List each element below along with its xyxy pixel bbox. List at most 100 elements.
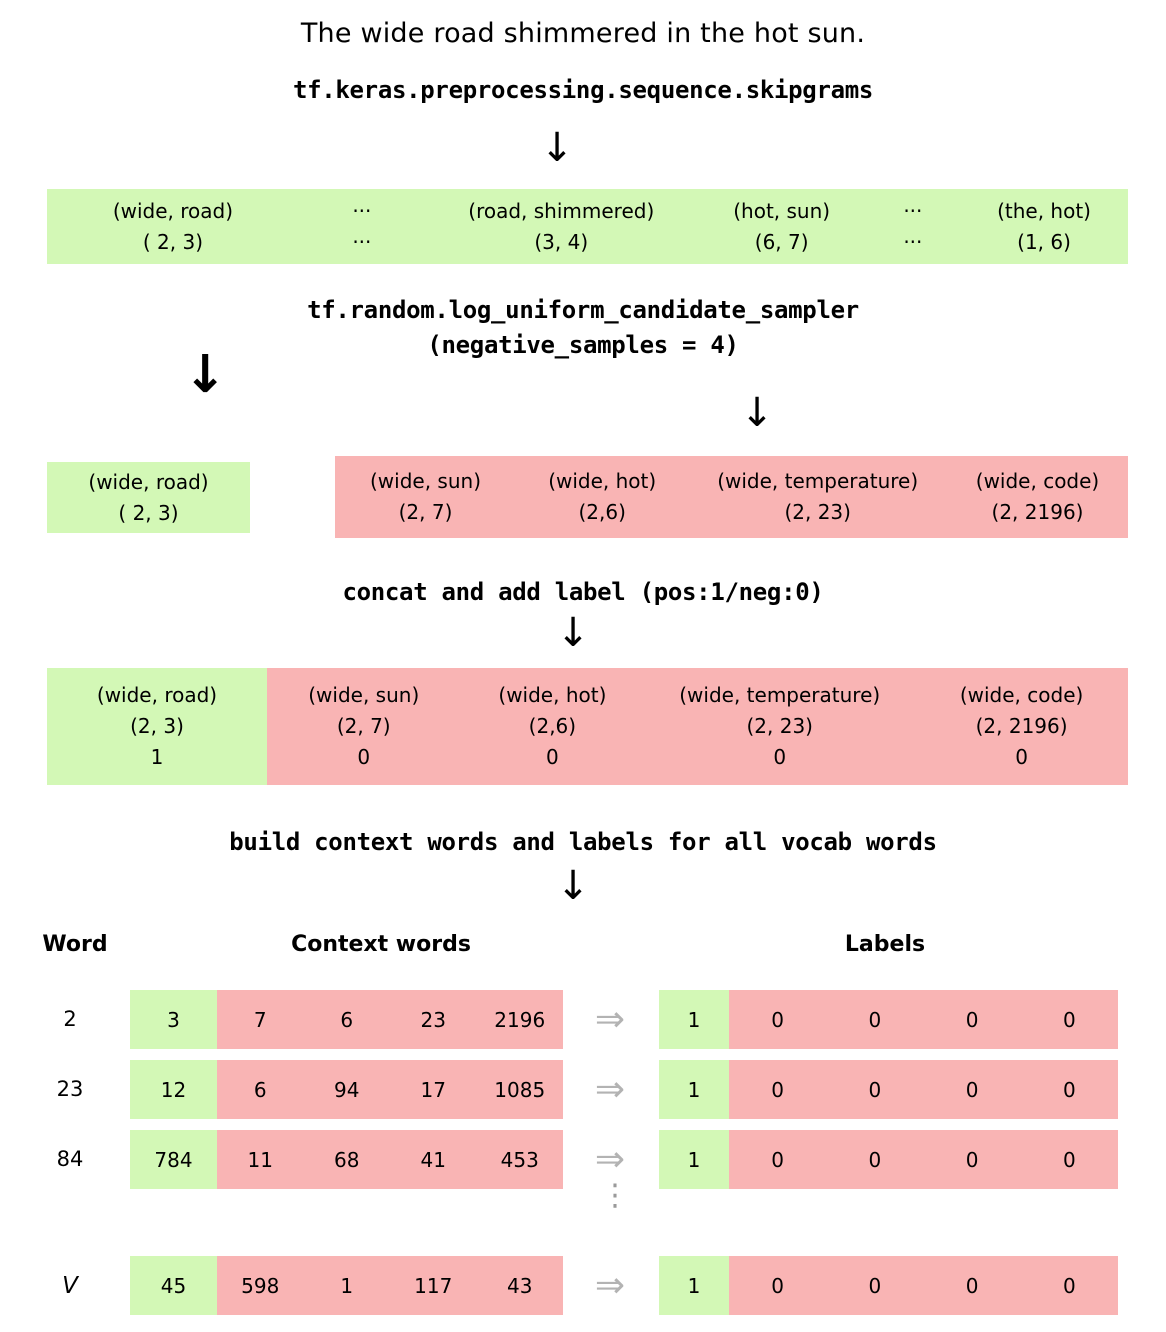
skipgram-pair-0-pair: (wide, road) bbox=[112, 198, 234, 223]
negative-pair-2-cell: (wide, temperature) (2, 23) bbox=[688, 456, 947, 538]
table-row-label-positive: 1 bbox=[659, 1256, 729, 1315]
table-row-context-negative: 117 bbox=[414, 1273, 453, 1298]
concat-positive-0-label: 1 bbox=[150, 745, 164, 769]
skipgram-pair-4-indices: ··· bbox=[903, 229, 923, 254]
table-row-label-negative: 0 bbox=[771, 1077, 784, 1102]
table-row-context-negative: 1085 bbox=[494, 1077, 546, 1102]
table-row-label-negative: 0 bbox=[965, 1273, 979, 1298]
arrow-double-right-icon: ⇒ bbox=[594, 1139, 626, 1180]
negative-pair-2-pair: (wide, temperature) bbox=[717, 469, 919, 493]
table-row-label-negative: 0 bbox=[1063, 1273, 1076, 1298]
column-header-word: Word bbox=[42, 932, 108, 957]
positive-sample-band: (wide, road)( 2, 3) bbox=[47, 462, 250, 533]
concat-negative-3-indices: (2, 2196) bbox=[975, 714, 1068, 738]
table-row-context-negative: 94 bbox=[334, 1077, 360, 1102]
concat-negative-1-cell: (wide, hot) (2,6) 0 bbox=[460, 668, 644, 785]
concat-negative-2-indices: (2, 23) bbox=[746, 714, 813, 738]
concat-negative-2-label: 0 bbox=[773, 745, 787, 769]
concat-negative-1-pair: (wide, hot) bbox=[498, 683, 607, 707]
concat-positive-0-cell: (wide, road)(2, 3)1 bbox=[47, 668, 267, 785]
table-row-label-negatives: 0 0 0 0 bbox=[729, 1060, 1118, 1119]
table-row-context-negative: 41 bbox=[420, 1147, 446, 1172]
arrow-down-sampler-icon: ↓ bbox=[740, 390, 774, 436]
concat-negative-band: (wide, sun)(2, 7)0(wide, hot)(2,6)0(wide… bbox=[267, 668, 1128, 785]
table-row-context-positive: 3 bbox=[130, 990, 217, 1049]
concat-negative-1-indices: (2,6) bbox=[528, 714, 577, 738]
arrow-down-icon: ↓ bbox=[540, 125, 574, 171]
table-row-label-negative: 0 bbox=[868, 1147, 882, 1172]
table-row-context-positive: 45 bbox=[130, 1256, 217, 1315]
table-row-label-negative: 0 bbox=[965, 1007, 979, 1032]
table-row-label-negative: 0 bbox=[965, 1077, 979, 1102]
skipgram-pair-5-pair: (the, hot) bbox=[997, 198, 1091, 223]
table-row-context-negative: 2196 bbox=[494, 1007, 546, 1032]
arrow-double-right-icon: ⇒ bbox=[594, 1265, 626, 1306]
table-row-context-negative: 17 bbox=[420, 1077, 446, 1102]
table-row-context-negative: 7 bbox=[253, 1007, 267, 1032]
arrow-down-positive-icon: ↓ bbox=[183, 345, 227, 405]
table-row-context-negative: 453 bbox=[500, 1147, 539, 1172]
table-row-label-negative: 0 bbox=[868, 1007, 882, 1032]
negative-pair-3-cell: (wide, code) (2, 2196) bbox=[947, 456, 1128, 538]
concat-negative-2-cell: (wide, temperature) (2, 23) 0 bbox=[644, 668, 915, 785]
concat-negative-3-cell: (wide, code) (2, 2196) 0 bbox=[915, 668, 1128, 785]
table-row-word: V bbox=[62, 1273, 78, 1299]
table-row-context-negative: 6 bbox=[340, 1007, 354, 1032]
table-row-label-negative: 0 bbox=[1063, 1077, 1076, 1102]
sampler-api-label: tf.random.log_uniform_candidate_sampler … bbox=[0, 293, 1166, 363]
negative-pair-1-cell: (wide, hot)(2,6) bbox=[516, 456, 688, 538]
concat-negative-0-indices: (2, 7) bbox=[336, 714, 391, 738]
skipgram-pair-4-cell: ······ bbox=[866, 189, 960, 264]
table-row-label-negative: 0 bbox=[868, 1273, 882, 1298]
negative-pair-2-indices: (2, 23) bbox=[784, 500, 851, 524]
concat-negative-1-label: 0 bbox=[546, 745, 559, 769]
skipgram-pair-1-cell: ··· ··· bbox=[299, 189, 425, 264]
skipgram-pair-5-indices: (1, 6) bbox=[1017, 229, 1071, 254]
table-row-word: 84 bbox=[56, 1147, 84, 1171]
negative-pair-3-indices: (2, 2196) bbox=[991, 500, 1084, 524]
concat-negative-0-cell: (wide, sun)(2, 7)0 bbox=[267, 668, 460, 785]
negative-pair-0-indices: (2, 7) bbox=[398, 500, 453, 524]
table-row-word: 23 bbox=[56, 1077, 84, 1101]
build-step-label: build context words and labels for all v… bbox=[229, 828, 937, 856]
concat-positive-band: (wide, road)(2, 3)1 bbox=[47, 668, 267, 785]
arrow-down-concat-icon: ↓ bbox=[556, 610, 590, 656]
vertical-ellipsis-icon: ⋮ bbox=[600, 1178, 630, 1213]
concat-negative-3-label: 0 bbox=[1015, 745, 1028, 769]
skipgram-pair-3-indices: (6, 7) bbox=[754, 229, 809, 254]
skipgram-pair-3-pair: (hot, sun) bbox=[733, 198, 831, 223]
negative-samples-band: (wide, sun)(2, 7)(wide, hot)(2,6)(wide, … bbox=[335, 456, 1128, 538]
concat-negative-0-label: 0 bbox=[357, 745, 371, 769]
negative-pair-3-pair: (wide, code) bbox=[975, 469, 1100, 493]
positive-pair-0-cell: (wide, road)( 2, 3) bbox=[47, 462, 250, 533]
skipgram-pairs-band: (wide, road) ( 2, 3) ··· ··· (road, shimmere… bbox=[47, 189, 1128, 264]
skipgram-pair-1-pair: ··· bbox=[352, 198, 372, 223]
skipgram-pair-3-cell: (hot, sun) (6, 7) bbox=[698, 189, 866, 264]
skipgram-pair-1-indices: ··· bbox=[352, 229, 372, 254]
table-row-context-negative: 43 bbox=[507, 1273, 533, 1298]
table-row-context-negative: 68 bbox=[334, 1147, 360, 1172]
table-row-label-positive: 1 bbox=[659, 1060, 729, 1119]
concat-step-label: concat and add label (pos:1/neg:0) bbox=[342, 578, 824, 606]
table-row-label-negative: 0 bbox=[868, 1077, 882, 1102]
concat-negative-3-pair: (wide, code) bbox=[959, 683, 1084, 707]
table-row-label-negative: 0 bbox=[771, 1007, 784, 1032]
skipgram-pair-2-cell: (road, shimmered) (3, 4) bbox=[425, 189, 698, 264]
table-row-label-negative: 0 bbox=[771, 1273, 784, 1298]
table-row-label-negative: 0 bbox=[965, 1147, 979, 1172]
table-row-context-negative: 598 bbox=[241, 1273, 280, 1298]
skipgram-pair-2-indices: (3, 4) bbox=[534, 229, 589, 254]
concat-negative-2-pair: (wide, temperature) bbox=[679, 683, 881, 707]
skipgram-pair-0-indices: ( 2, 3) bbox=[142, 229, 204, 254]
sampler-api-line-1: tf.random.log_uniform_candidate_sampler bbox=[307, 296, 859, 324]
positive-pair-0-pair: (wide, road) bbox=[88, 469, 209, 494]
skipgram-pair-2-pair: (road, shimmered) bbox=[468, 198, 655, 223]
arrow-double-right-icon: ⇒ bbox=[594, 1069, 626, 1110]
column-header-context-words: Context words bbox=[291, 932, 471, 957]
skipgram-pair-0-cell: (wide, road) ( 2, 3) bbox=[47, 189, 299, 264]
column-header-labels: Labels bbox=[844, 932, 926, 957]
